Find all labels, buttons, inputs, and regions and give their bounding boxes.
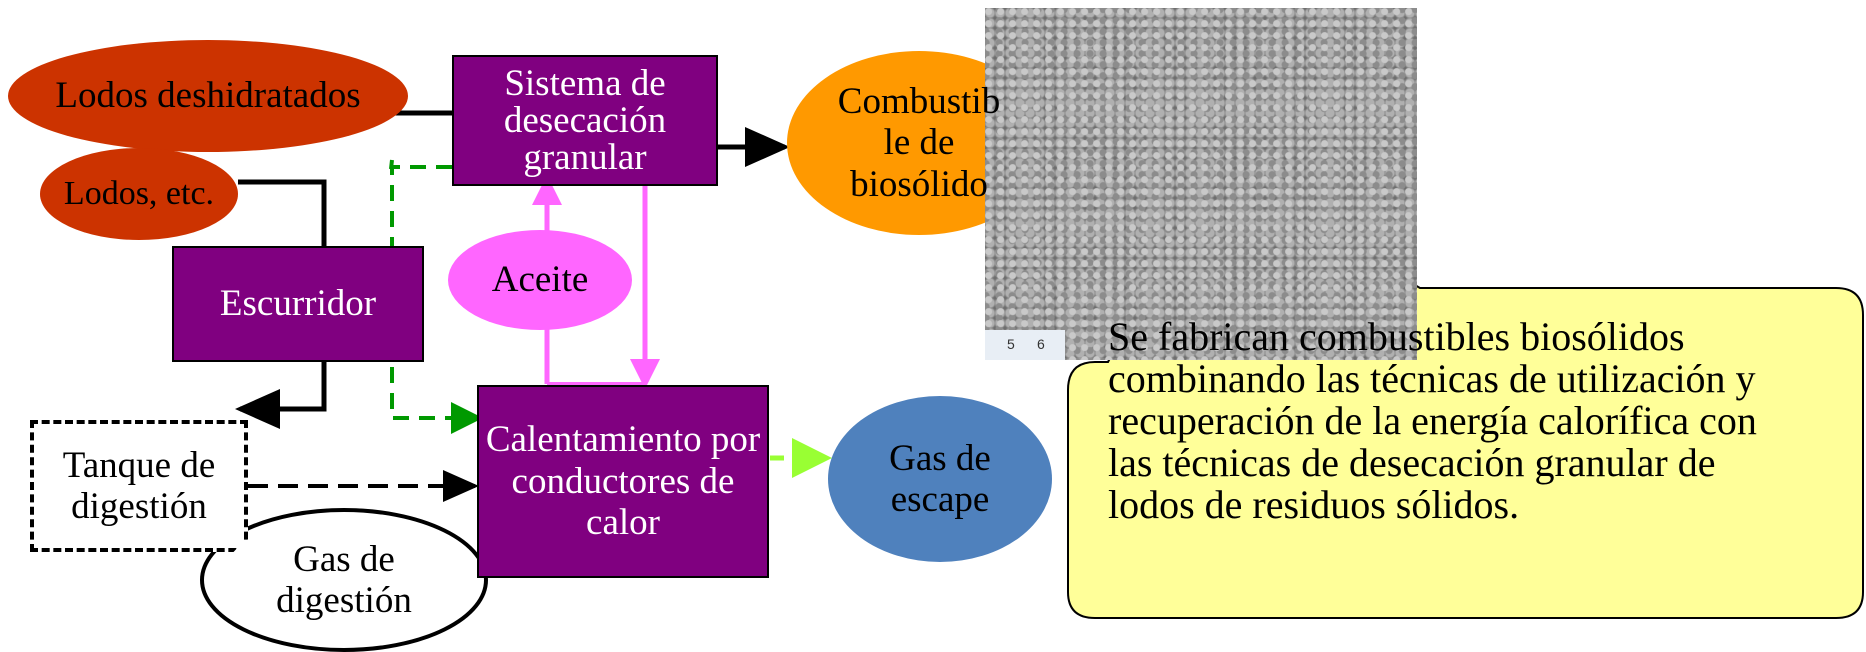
node-escurridor-label: Escurridor — [219, 283, 377, 325]
node-calentamiento: Calentamiento por conductores de calor — [477, 385, 769, 578]
callout-text: Se fabrican combustibles biosólidos comb… — [1108, 314, 1757, 527]
node-gas-digestion-label: Gas de digestión — [276, 538, 412, 621]
node-gas-escape: Gas de escape — [840, 410, 1040, 548]
node-lodos-deshidratados: Lodos deshidratados — [8, 40, 408, 152]
node-combustible-label: Combustib le de biosólido — [837, 80, 1001, 205]
node-gas-escape-ellipse — [828, 396, 1052, 562]
node-escurridor: Escurridor — [172, 246, 424, 362]
line-lodos-etc-to-escurridor — [238, 179, 327, 248]
node-calentamiento-label: Calentamiento por conductores de calor — [485, 419, 761, 544]
ruler-mark: 5 — [1007, 336, 1015, 352]
photo-ruler: 5 6 — [985, 330, 1065, 360]
node-sistema-desecacion: Sistema de desecación granular — [452, 55, 718, 186]
node-tanque-digestion-label: Tanque de digestión — [62, 444, 216, 527]
node-gas-digestion: Gas de digestión — [222, 514, 466, 646]
node-lodos-etc: Lodos, etc. — [40, 148, 238, 240]
node-aceite-ellipse — [448, 230, 632, 330]
node-lodos-etc-label: Lodos, etc. — [63, 174, 215, 212]
node-aceite-label: Aceite — [491, 259, 589, 301]
ruler-mark: 6 — [1037, 336, 1045, 352]
node-gas-escape-label: Gas de escape — [889, 437, 991, 520]
node-lodos-deshidratados-label: Lodos deshidratados — [55, 75, 361, 117]
node-combustible: Combustib le de biosólido — [820, 51, 1018, 235]
node-tanque-digestion: Tanque de digestión — [30, 420, 248, 552]
node-sistema-desecacion-label: Sistema de desecación granular — [503, 63, 667, 178]
arrow-escurridor-to-tanque — [235, 362, 327, 429]
node-aceite: Aceite — [448, 230, 632, 330]
biosolid-pellets-photo — [985, 8, 1417, 360]
